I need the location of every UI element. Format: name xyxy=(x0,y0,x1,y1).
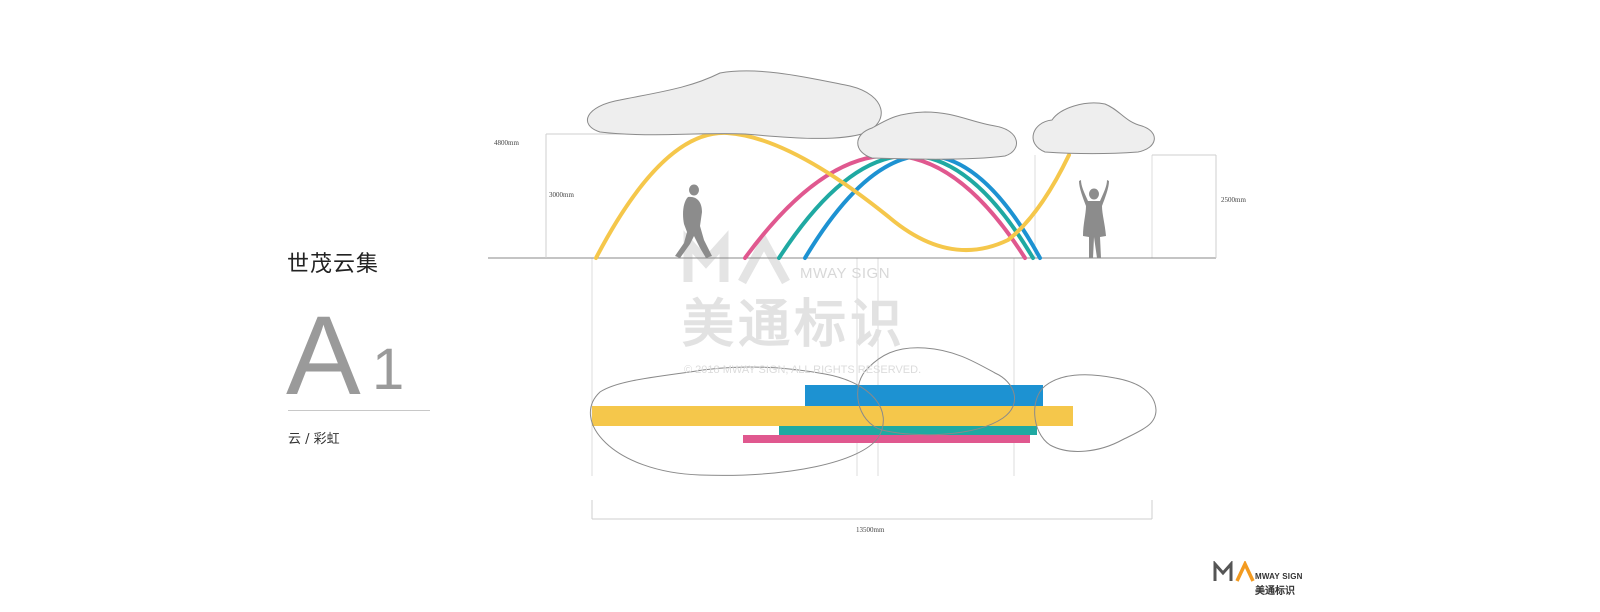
plan-bar-pink xyxy=(743,435,1030,443)
plan-bar-blue xyxy=(805,385,1043,406)
watermark-copyright: © 2018 MWAY SIGN, ALL RIGHTS RESERVED. xyxy=(684,364,922,376)
dimension-overall-height: 4800mm xyxy=(494,139,519,147)
cloud-large-elevation xyxy=(587,70,882,139)
brand-name-english: MWAY SIGN xyxy=(1255,572,1303,581)
cloud-small-plan xyxy=(1034,374,1157,452)
person-walking-silhouette xyxy=(675,184,712,258)
drawing-code-number: 1 xyxy=(372,337,405,402)
brand-name-chinese: 美通标识 xyxy=(1255,586,1295,597)
dimension-total-length: 13500mm xyxy=(856,526,885,534)
dimension-right-height: 2500mm xyxy=(1221,196,1246,204)
elevation-clouds xyxy=(587,70,1155,160)
plan-bar-teal xyxy=(779,426,1037,435)
watermark-chinese: 美通标识 xyxy=(682,295,907,355)
plan-view xyxy=(589,347,1157,476)
watermark-logo-mark xyxy=(683,230,790,285)
cloud-middle-plan xyxy=(857,347,1015,436)
dimension-arch-height: 3000mm xyxy=(549,191,574,199)
title-divider xyxy=(288,410,430,411)
cloud-large-plan xyxy=(589,366,884,476)
cloud-middle-elevation xyxy=(857,111,1017,160)
project-title: 世茂云集 xyxy=(287,252,380,277)
plan-bar-yellow xyxy=(592,406,1073,426)
arch-teal xyxy=(777,153,1035,260)
drawing-subtitle: 云 / 彩虹 xyxy=(288,432,340,447)
cloud-small-elevation xyxy=(1032,102,1155,154)
brand-logo-mark xyxy=(1213,561,1255,582)
person-cheering-silhouette xyxy=(1079,180,1109,258)
arch-yellow xyxy=(594,130,1071,260)
watermark-english: MWAY SIGN xyxy=(800,265,891,282)
drawing-code-letter: A xyxy=(286,293,361,418)
